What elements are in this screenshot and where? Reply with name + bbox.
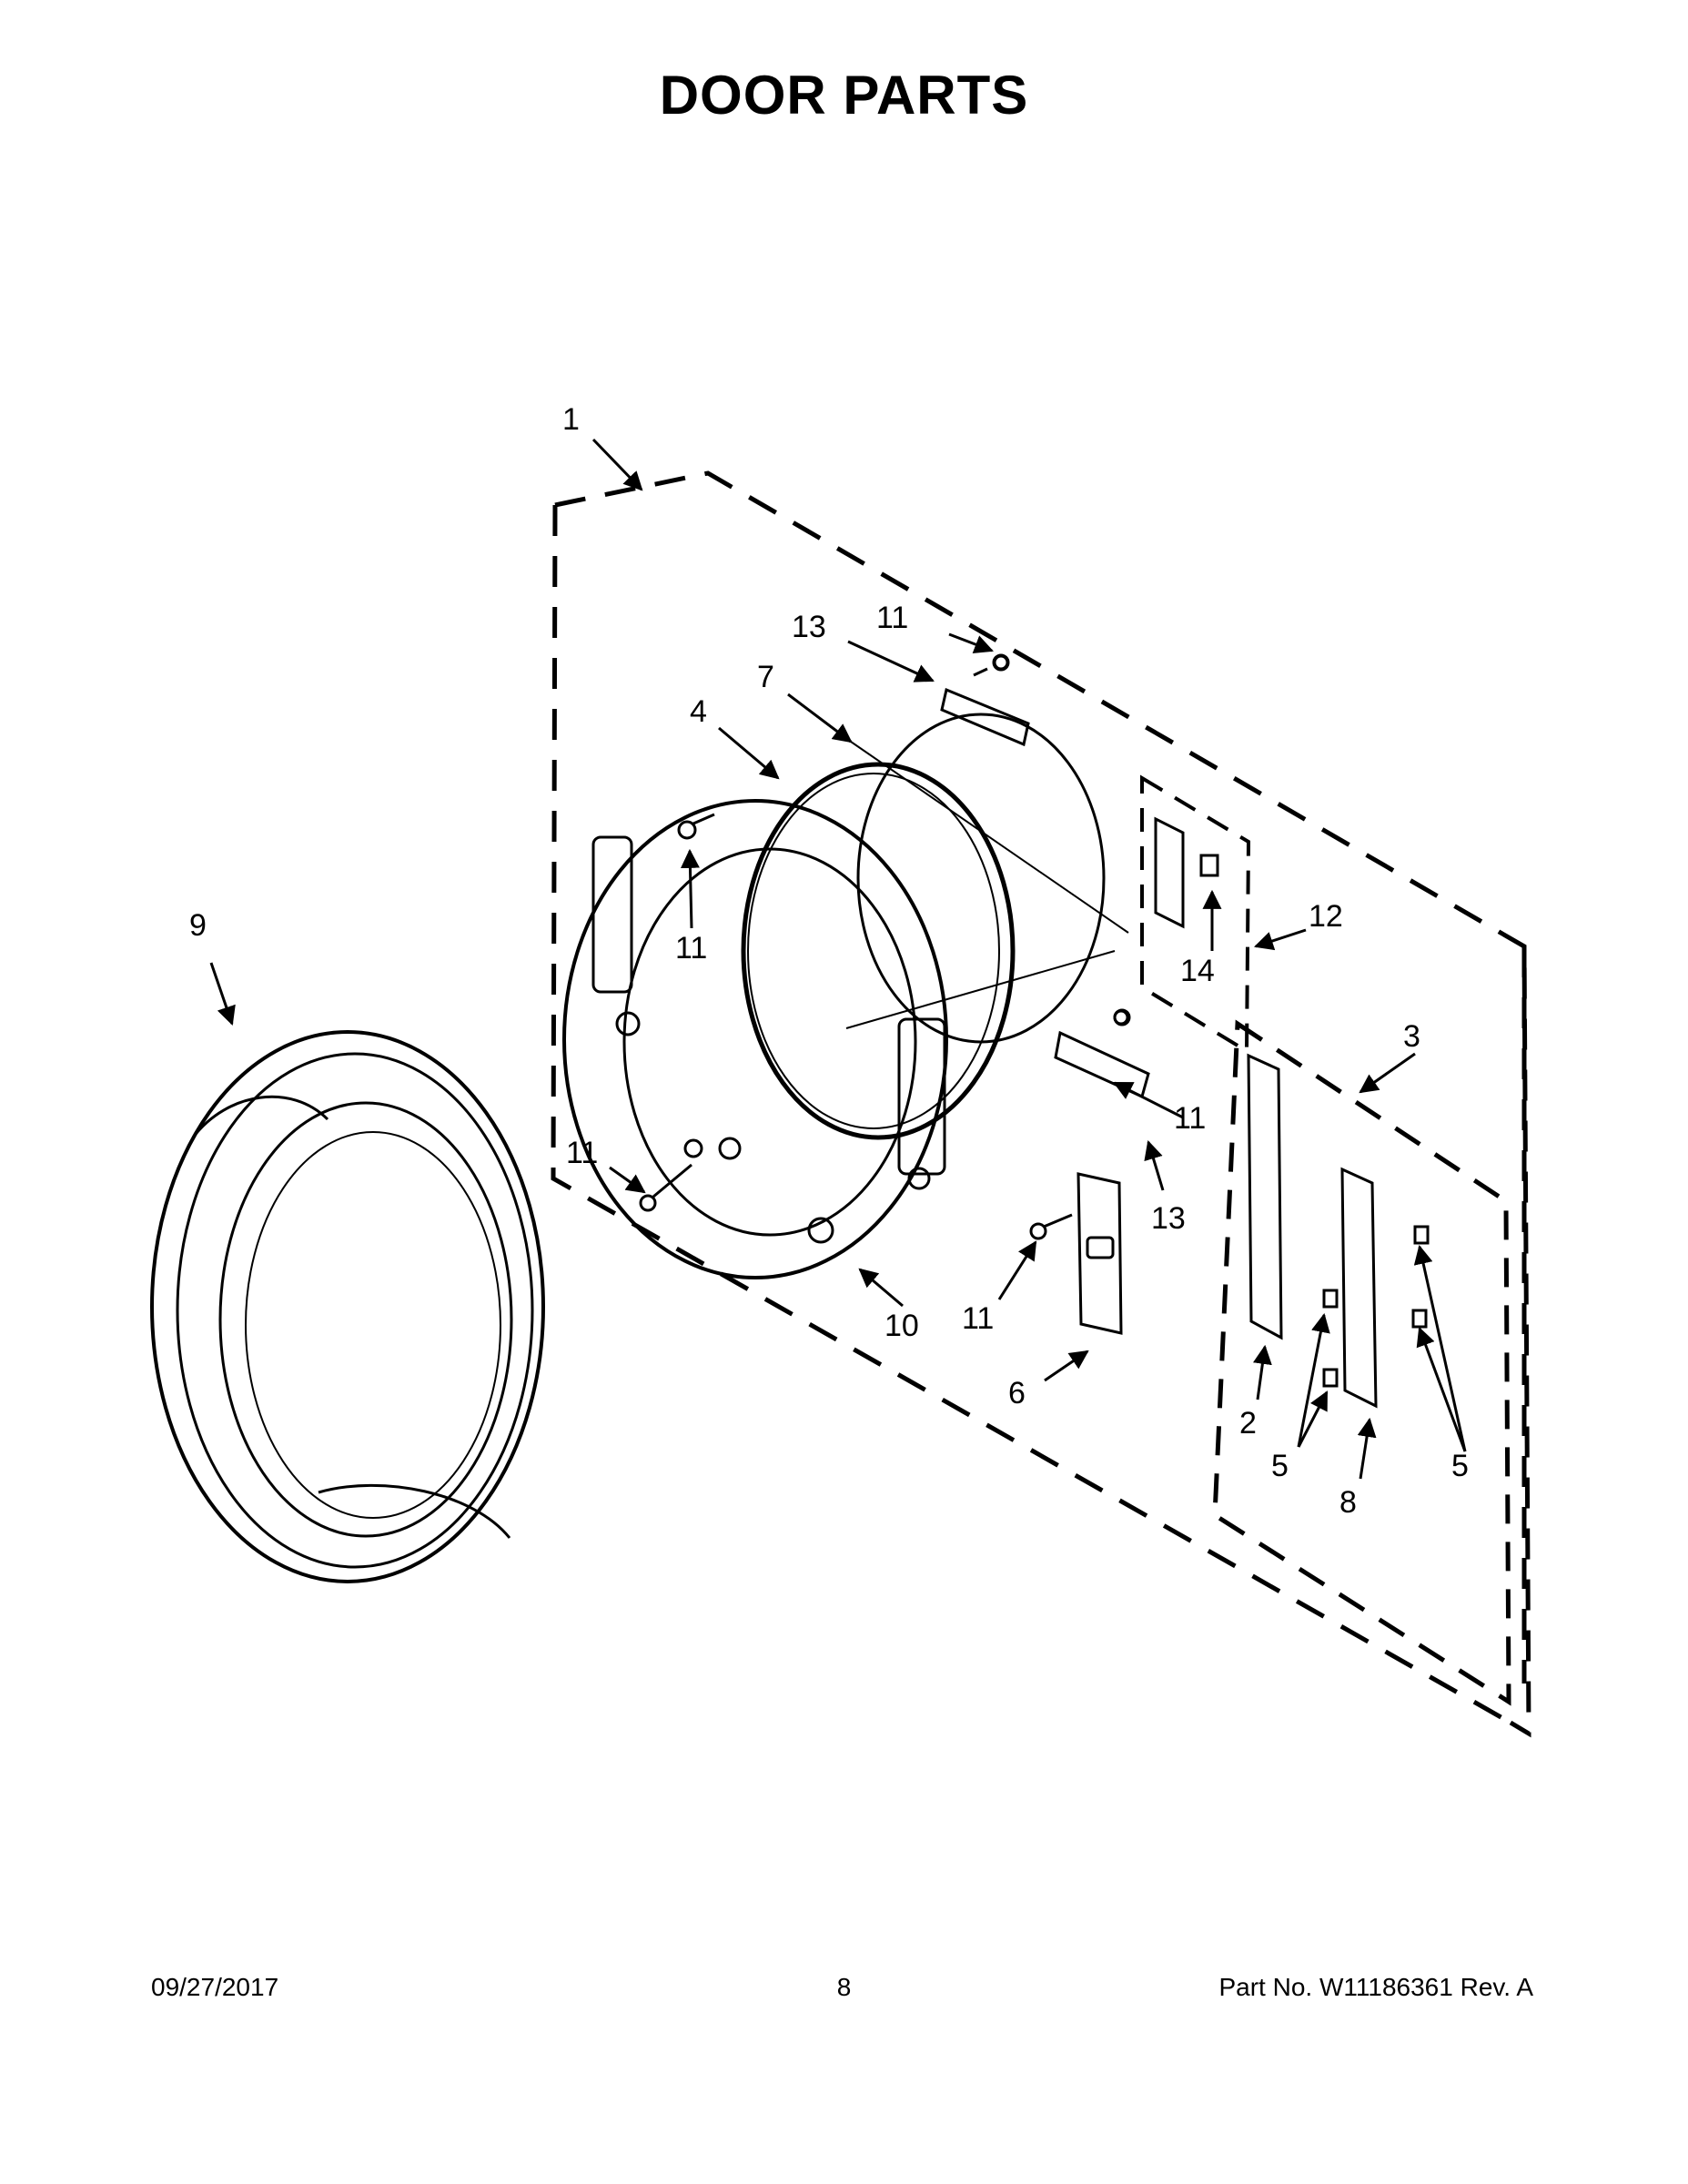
hinge-parts — [1247, 1053, 1430, 1409]
callout-label: 11 — [1174, 1101, 1206, 1136]
callout-label: 3 — [1403, 1019, 1420, 1054]
callout-label: 1 — [562, 402, 580, 437]
callout-label: 11 — [675, 931, 707, 966]
callout-label: 8 — [1339, 1485, 1357, 1520]
callout-label: 13 — [1151, 1201, 1186, 1236]
lower-hinge-spacer — [1054, 1009, 1150, 1099]
callout-label: 11 — [566, 1136, 598, 1170]
door-glass — [845, 713, 1129, 1044]
callout-label: 2 — [1239, 1406, 1257, 1441]
leader-arrows — [209, 438, 1467, 1480]
callout-label: 11 — [876, 601, 908, 635]
hinge-kit-boundary — [1212, 1019, 1511, 1706]
callout-label: 14 — [1180, 954, 1215, 988]
callout-label: 4 — [690, 694, 707, 729]
callout-label: 6 — [1008, 1376, 1026, 1410]
latch-bracket — [1154, 816, 1219, 929]
callout-label: 7 — [757, 660, 774, 694]
page-title: DOOR PARTS — [659, 65, 1029, 126]
callout-label: 13 — [792, 610, 826, 644]
callout-labels: 1 13 11 7 4 11 9 12 14 3 11 11 13 11 10 … — [189, 402, 1469, 1520]
door-assembly-boundary — [551, 470, 1531, 1738]
screws — [639, 653, 1131, 1240]
door-latch-plate — [1076, 1172, 1123, 1335]
footer-date: 09/27/2017 — [151, 1973, 279, 2001]
latch-kit-boundary — [1140, 774, 1251, 1055]
footer-part-number: Part No. W11186361 Rev. A — [1218, 1973, 1533, 2001]
callout-label: 11 — [962, 1301, 994, 1336]
outer-door-ring — [150, 1030, 545, 1583]
callout-label: 9 — [189, 908, 207, 943]
callout-label: 12 — [1309, 899, 1343, 934]
footer-page-number: 8 — [836, 1973, 852, 2001]
callout-label: 10 — [884, 1309, 919, 1343]
door-gasket — [741, 762, 1016, 1140]
callout-label: 5 — [1271, 1449, 1289, 1483]
callout-label: 5 — [1451, 1449, 1469, 1483]
top-hinge-spacer — [940, 654, 1030, 747]
